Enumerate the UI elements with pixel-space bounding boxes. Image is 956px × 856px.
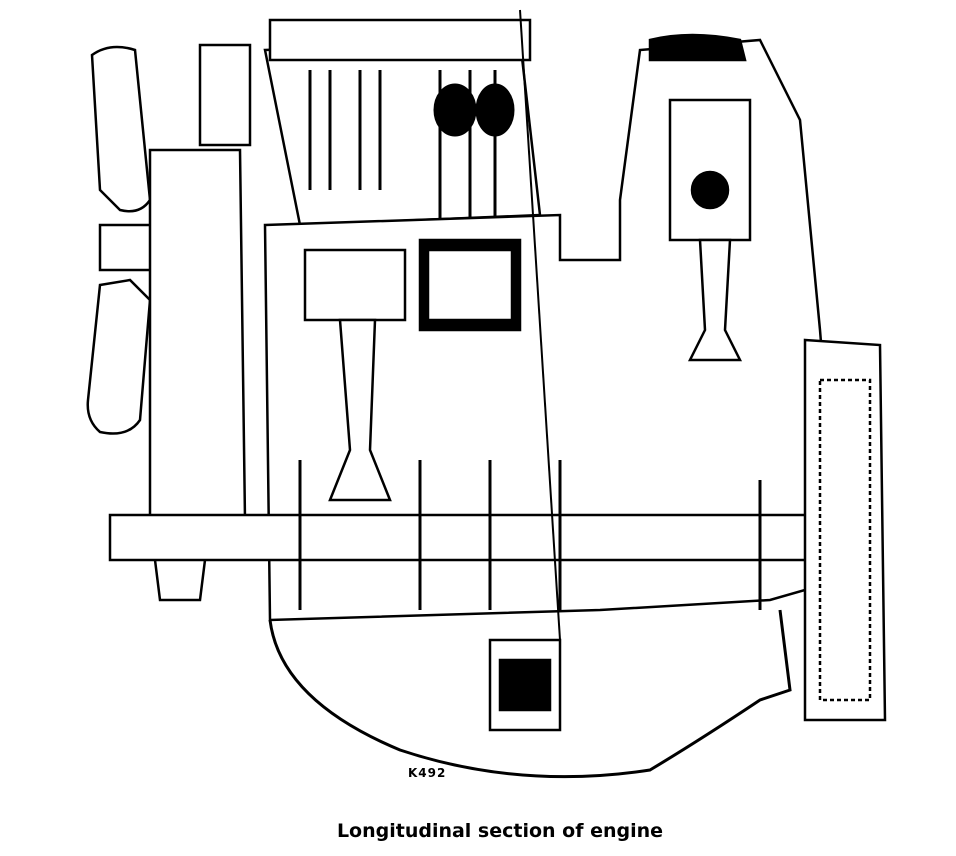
dipstick bbox=[519, 9, 561, 641]
valve-springs bbox=[308, 70, 515, 220]
fan-blade-lower bbox=[86, 278, 152, 435]
rocker-cover bbox=[268, 18, 532, 62]
figure-reference: K492 bbox=[408, 766, 447, 780]
gudgeon-pin bbox=[690, 170, 730, 210]
thermostat-housing bbox=[198, 43, 252, 147]
piston-1 bbox=[303, 248, 407, 322]
flywheel-housing bbox=[803, 338, 887, 722]
engine-section-drawing bbox=[86, 9, 887, 779]
oil-pump-body bbox=[498, 658, 552, 712]
oil-sump bbox=[268, 609, 792, 779]
side-cover bbox=[648, 33, 747, 62]
crank-webs bbox=[298, 460, 762, 610]
connecting-rod-4 bbox=[687, 238, 743, 362]
figure-caption: Longitudinal section of engine bbox=[336, 820, 664, 842]
crankshaft bbox=[108, 513, 832, 562]
connecting-rod-1 bbox=[328, 318, 392, 502]
flywheel bbox=[818, 378, 872, 702]
piston-2-skirt bbox=[426, 248, 514, 322]
fan-blade-upper bbox=[90, 45, 152, 213]
piston-4 bbox=[668, 98, 752, 242]
